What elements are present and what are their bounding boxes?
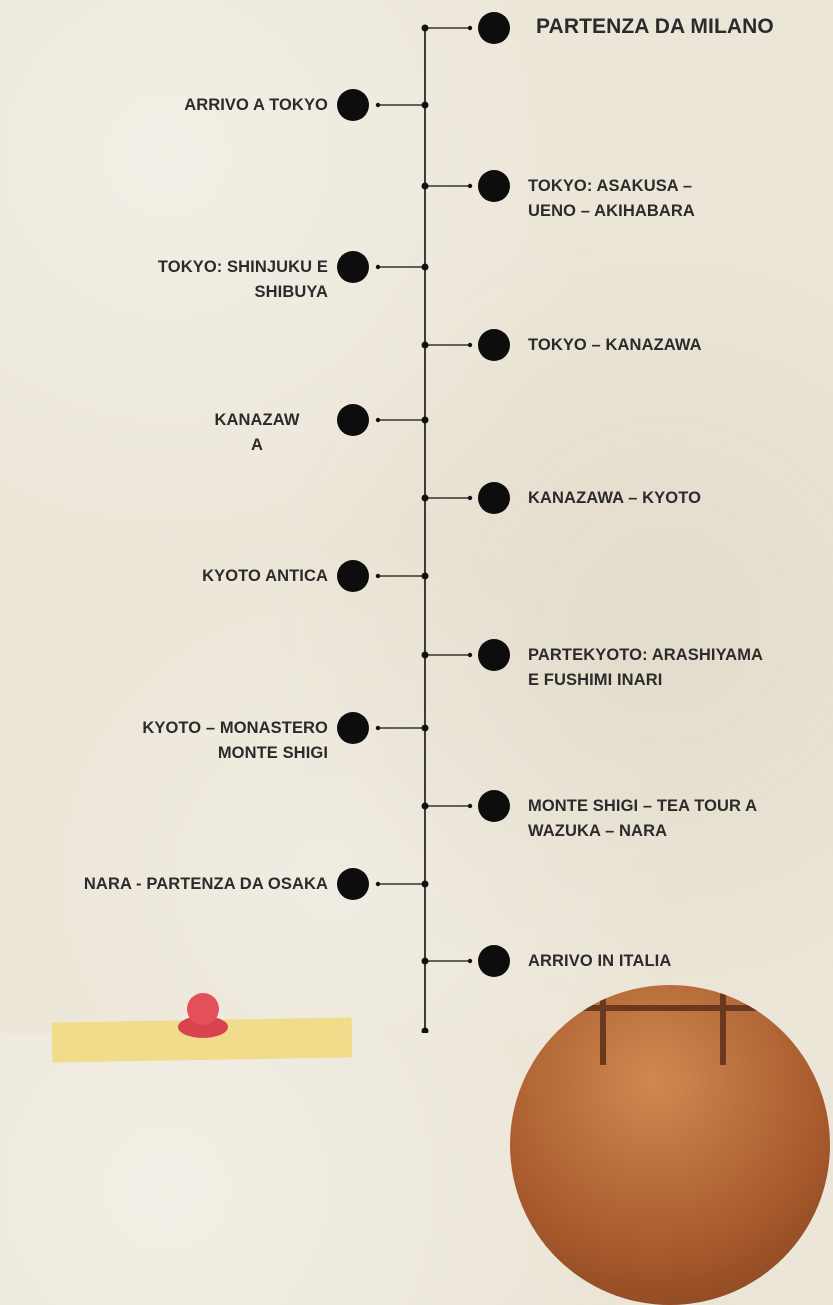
travel-photo — [510, 985, 830, 1305]
stop-label: TOKYO: ASAKUSA –UENO – AKIHABARA — [528, 177, 695, 220]
stop-marker — [337, 404, 369, 436]
connector-end-node — [467, 183, 473, 189]
connector-end-node — [375, 264, 381, 270]
connector-end-node — [375, 102, 381, 108]
stop-marker — [337, 712, 369, 744]
timeline-end-node — [421, 1027, 429, 1033]
connector-end-node — [375, 417, 381, 423]
connector-end-node — [375, 725, 381, 731]
connector-end-node — [467, 652, 473, 658]
stop-marker — [337, 251, 369, 283]
stop-label: ARRIVO IN ITALIA — [528, 952, 672, 970]
stop-marker — [337, 560, 369, 592]
stop-label: KYOTO ANTICA — [202, 567, 328, 585]
stop-label: NARA - PARTENZA DA OSAKA — [83, 875, 328, 893]
stop-marker — [478, 790, 510, 822]
stop-label: KANAZAWA – KYOTO — [528, 489, 702, 507]
stop-label: TOKYO – KANAZAWA — [528, 336, 702, 354]
connector-end-node — [467, 803, 473, 809]
stop-label: ARRIVO A TOKYO — [184, 96, 328, 114]
timeline-diagram — [337, 12, 510, 1033]
push-pin-icon — [187, 993, 219, 1025]
stop-marker — [478, 329, 510, 361]
stop-marker — [478, 170, 510, 202]
connector-end-node — [375, 881, 381, 887]
stop-marker — [478, 945, 510, 977]
stop-marker — [478, 639, 510, 671]
connector-end-node — [467, 25, 473, 31]
stop-marker — [478, 482, 510, 514]
connector-end-node — [467, 342, 473, 348]
stop-marker — [337, 89, 369, 121]
connector-end-node — [467, 958, 473, 964]
stop-marker — [478, 12, 510, 44]
connector-end-node — [467, 495, 473, 501]
stop-label: PARTENZA DA MILANO — [536, 15, 774, 38]
connector-end-node — [375, 573, 381, 579]
stop-marker — [337, 868, 369, 900]
